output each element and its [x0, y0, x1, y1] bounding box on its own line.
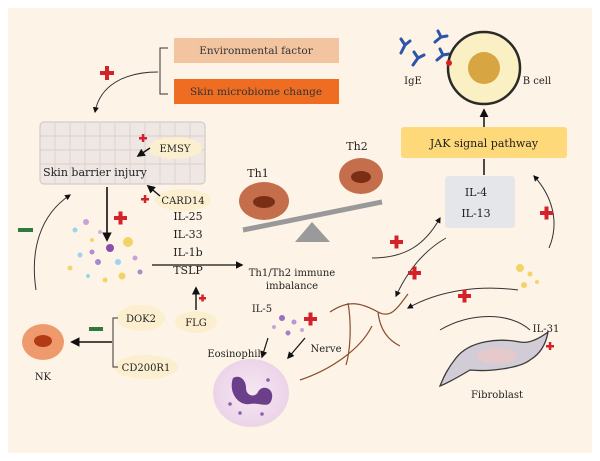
- dok2-node: [117, 305, 165, 331]
- arrow-bracket-to-skin: [92, 71, 159, 114]
- b-cell-nucleus: [468, 52, 500, 84]
- ige-label: IgE: [404, 76, 422, 87]
- b-cell-label: B cell: [523, 76, 551, 87]
- minus-icon: [89, 327, 103, 331]
- skin-barrier-label: Skin barrier injury: [43, 166, 148, 179]
- plus-icon: [546, 342, 554, 350]
- plus-icon: [458, 289, 471, 303]
- fibroblast-label: Fibroblast: [471, 390, 523, 401]
- cytokine-il25: IL-25: [173, 210, 202, 223]
- card14-label: CARD14: [161, 196, 204, 207]
- th-imbalance-line1: Th1/Th2 immune: [249, 268, 336, 279]
- eosinophil-label: Eosinophil: [207, 349, 260, 360]
- cd200r1-node: [114, 355, 178, 379]
- cd200r1-label: CD200R1: [122, 363, 171, 374]
- th1-label: Th1: [247, 167, 268, 180]
- il5-label: IL-5: [252, 304, 272, 315]
- cytokine-particles: [67, 219, 143, 283]
- bracket-dok2-cd200r1: [112, 317, 118, 368]
- nerve-fibers: [299, 293, 409, 381]
- th2-nucleus: [351, 171, 371, 183]
- microbiome-change-box: [174, 79, 339, 104]
- b-cell-receptor: [446, 60, 452, 66]
- plus-icon: [139, 134, 147, 142]
- eosinophil-granule: [238, 411, 242, 415]
- nerve-label: Nerve: [310, 344, 341, 355]
- plus-icon: [199, 294, 206, 302]
- emsy-node: [148, 137, 202, 159]
- flg-label: FLG: [185, 318, 207, 329]
- ige-antibodies: [399, 29, 451, 67]
- environmental-factor-label: Environmental factor: [199, 45, 313, 57]
- il5-particles: [272, 315, 304, 336]
- th1-nucleus: [253, 196, 275, 208]
- seesaw-fulcrum: [295, 222, 330, 242]
- arrow-il31-to-jak: [533, 175, 555, 249]
- fibroblast-nucleus: [477, 348, 517, 364]
- il4-il13-box: [445, 176, 515, 228]
- eosinophil-cell: [213, 359, 289, 427]
- flg-node: [175, 311, 217, 333]
- il31-label: IL-31: [533, 324, 560, 335]
- arrow-il31-to-nerve: [406, 287, 519, 309]
- nk-label: NK: [35, 372, 52, 383]
- card14-node: [155, 189, 211, 211]
- arrow-emsy-to-skin: [136, 147, 151, 157]
- emsy-label: EMSY: [160, 144, 191, 155]
- il13-label: IL-13: [461, 207, 490, 220]
- arrow-nerve-to-eosinophil: [287, 337, 306, 360]
- arrow-th2-to-il: [371, 216, 441, 259]
- arrow-il-to-nerve: [395, 237, 447, 298]
- plus-icon: [100, 66, 114, 80]
- bracket: [159, 47, 168, 95]
- microbiome-change-label: Skin microbiome change: [190, 86, 322, 98]
- th2-label: Th2: [346, 140, 367, 153]
- plus-icon: [141, 195, 149, 203]
- plus-icon: [408, 266, 421, 280]
- cytokine-il1b: IL-1b: [173, 246, 202, 259]
- eosinophil-granule: [260, 412, 264, 416]
- minus-icon: [18, 228, 33, 232]
- cytokine-tslp: TSLP: [173, 264, 203, 277]
- cytokine-il33: IL-33: [173, 228, 202, 241]
- plus-icon: [390, 235, 403, 249]
- plus-icon: [304, 312, 317, 326]
- jak-pathway-box: [401, 127, 567, 158]
- seesaw-beam: [242, 199, 383, 233]
- jak-pathway-label: JAK signal pathway: [429, 137, 539, 150]
- il4-label: IL-4: [465, 186, 487, 199]
- eosinophil-granule: [228, 402, 232, 406]
- nk-nucleus: [34, 335, 52, 347]
- il31-particles: [516, 264, 539, 288]
- arrow-particles-to-skin-feedback: [33, 194, 71, 291]
- environmental-factor-box: [174, 38, 339, 63]
- arrow-card14-to-skin: [146, 184, 161, 197]
- arrow-fibroblast-to-nerve: [439, 316, 531, 331]
- th-imbalance-line2: imbalance: [266, 281, 318, 292]
- eosinophil-nucleus: [231, 376, 273, 405]
- plus-icon: [540, 206, 553, 220]
- arrow-il5-to-eosinophil: [260, 337, 269, 359]
- plus-icon: [114, 211, 127, 225]
- dok2-label: DOK2: [126, 314, 156, 325]
- eosinophil-granule: [266, 378, 270, 382]
